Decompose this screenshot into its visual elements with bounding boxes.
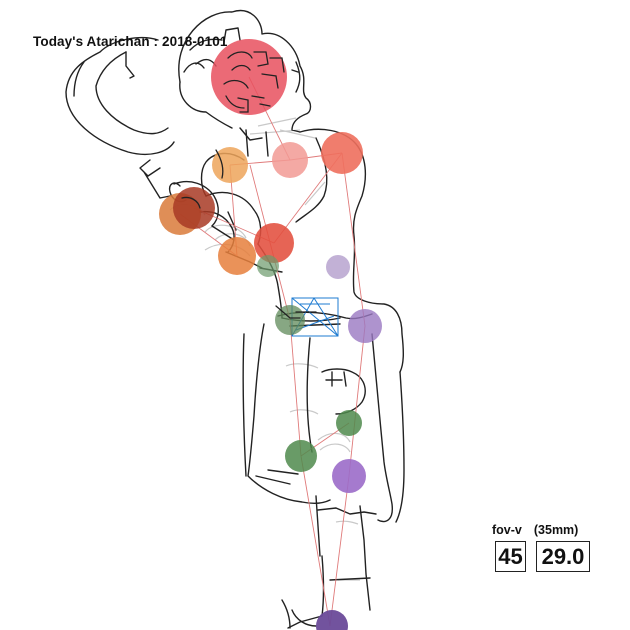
joint-waist-center <box>257 255 279 277</box>
joint-left-elbow <box>218 237 256 275</box>
joint-markers <box>159 39 382 630</box>
joint-neck <box>272 142 308 178</box>
joint-left-shoulder <box>212 147 248 183</box>
joint-right-knee <box>336 410 362 436</box>
joint-left-wrist <box>173 187 215 229</box>
joint-left-knee <box>285 440 317 472</box>
joint-foot <box>316 610 348 630</box>
joint-right-ankle <box>332 459 366 493</box>
overlay-sketch <box>181 51 317 319</box>
joint-right-hip <box>348 309 382 343</box>
fov-label: fov-v <box>492 523 522 537</box>
joint-chest-right <box>326 255 350 279</box>
lens-label: (35mm) <box>533 523 579 537</box>
joint-head <box>211 39 287 115</box>
page-title: Today's Atarichan : 2018-0101 <box>33 34 228 49</box>
lens-value-field[interactable]: 29.0 <box>536 541 590 572</box>
fov-labels: fov-v (35mm) <box>492 523 578 537</box>
fov-value-field[interactable]: 45 <box>495 541 526 572</box>
faint-sketch-strokes <box>169 117 360 581</box>
joint-right-shoulder <box>321 132 363 174</box>
joint-right-elbow <box>254 223 294 263</box>
